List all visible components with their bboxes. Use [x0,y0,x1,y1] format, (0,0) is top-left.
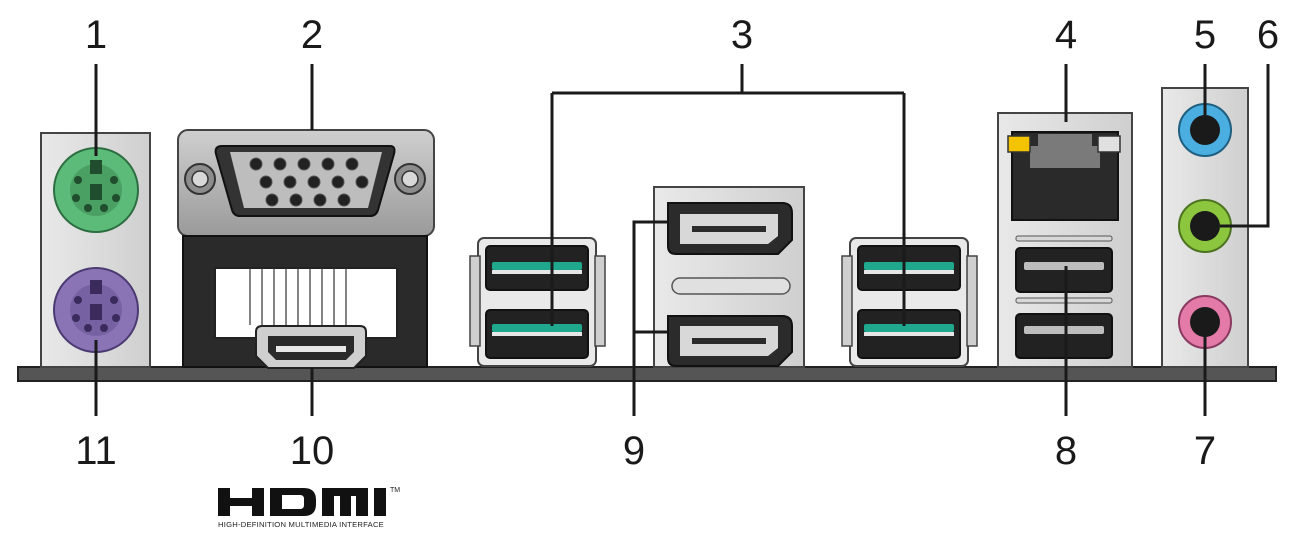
label-3: 3 [731,13,753,57]
hdmi-logo [218,488,386,516]
displayport-divider [671,277,791,295]
vga-hdmi-group [177,129,435,369]
leader-lines [94,64,1270,416]
label-4: 4 [1055,13,1077,57]
label-2: 2 [301,13,323,57]
displayport-stack [653,186,805,368]
hdmi-logo-subtitle: HIGH-DEFINITION MULTIMEDIA INTERFACE [218,522,384,529]
lan-led-right [1097,135,1121,153]
label-5: 5 [1194,13,1216,57]
usb2-port-bottom [1015,313,1113,359]
label-8: 8 [1055,429,1077,473]
lan-led-left [1007,135,1031,153]
lan-usb2-stack [997,112,1133,368]
label-6: 6 [1257,13,1279,57]
label-1: 1 [85,13,107,57]
label-9: 9 [623,429,645,473]
label-10: 10 [290,429,335,473]
usb3-left-stack [469,237,606,367]
label-11: 11 [75,429,117,473]
hdmi-logo-trademark: TM [390,487,400,494]
motherboard-edge [17,366,1277,382]
ps2-port-group [40,132,151,368]
label-7: 7 [1194,429,1216,473]
usb3-right-stack [841,237,978,367]
